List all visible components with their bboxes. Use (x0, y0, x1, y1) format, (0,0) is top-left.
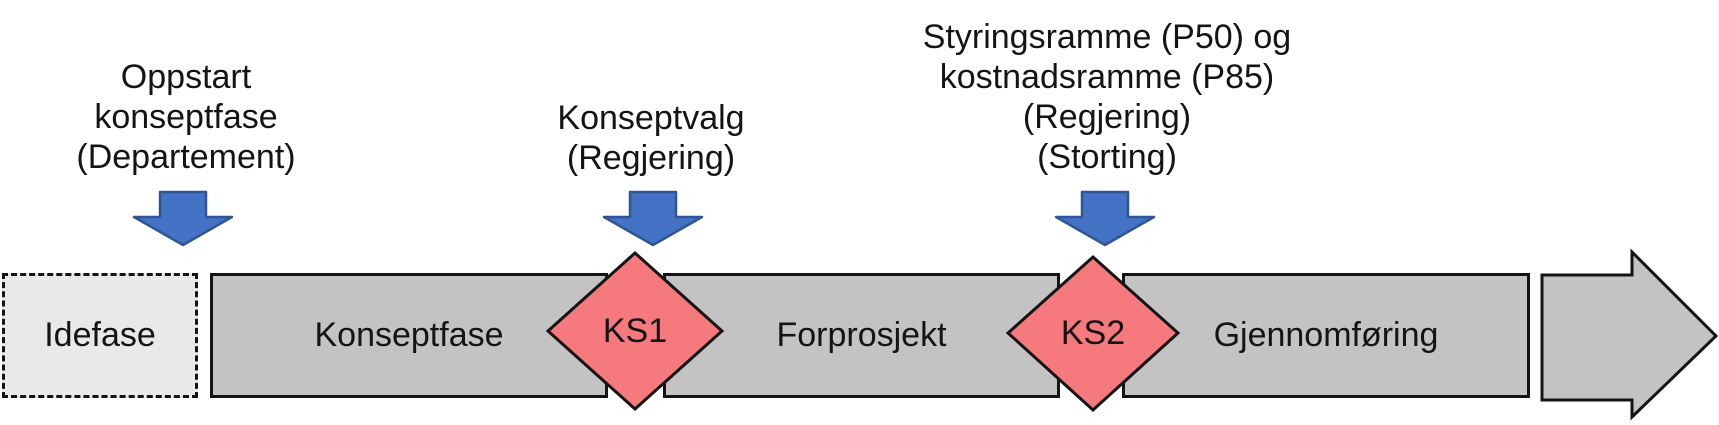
phase-label: Konseptfase (314, 316, 504, 354)
annotation-line: Styringsramme (P50) og (922, 18, 1292, 56)
phase-box-gjennomforing: Gjennomføring (1122, 273, 1530, 398)
annotation-konseptvalg: Konseptvalg (Regjering) (557, 98, 744, 178)
phase-box-konseptfase: Konseptfase (210, 273, 608, 398)
annotation-line: Konseptvalg (557, 99, 745, 137)
phase-box-idefase: Idefase (2, 273, 198, 398)
down-arrow-icon (132, 190, 234, 247)
continuation-arrow-icon (1540, 248, 1719, 421)
phase-label: Forprosjekt (776, 316, 947, 354)
annotation-line: (Regjering) (566, 139, 736, 177)
gate-text: KS1 (602, 311, 668, 350)
annotation-styringsramme-kostnadsramme: Styringsramme (P50) og kostnadsramme (P8… (923, 17, 1291, 177)
annotation-line: (Regjering) (1022, 98, 1192, 136)
phase-label: Gjennomføring (1213, 316, 1439, 354)
down-arrow-icon (602, 190, 704, 247)
annotation-line: (Departement) (76, 138, 296, 176)
annotation-line: (Storting) (1037, 138, 1177, 176)
gate-text: KS2 (1060, 313, 1126, 352)
annotation-oppstart-konseptfase: Oppstart konseptfase (Departement) (76, 57, 295, 177)
down-arrow-icon (1054, 190, 1156, 247)
annotation-line: kostnadsramme (P85) (939, 58, 1275, 96)
annotation-line: konseptfase (94, 98, 278, 136)
phase-box-forprosjekt: Forprosjekt (663, 273, 1060, 398)
annotation-line: Oppstart (120, 58, 252, 96)
gate-label-ks2: KS2 (1006, 256, 1180, 410)
phase-label: Idefase (44, 316, 156, 354)
gate-label-ks1: KS1 (548, 254, 722, 408)
